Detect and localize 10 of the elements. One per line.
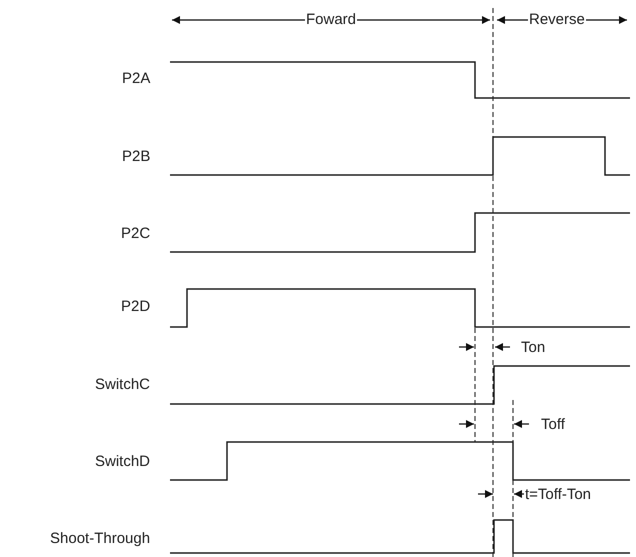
signal-label: P2D (121, 298, 150, 315)
timing-label: Ton (521, 339, 546, 356)
signal-label: P2A (122, 70, 150, 87)
signal-label: Shoot-Through (50, 530, 150, 547)
timing-label: Toff (541, 416, 565, 433)
signal-label: SwitchC (95, 376, 150, 393)
signal-label: P2C (121, 225, 150, 242)
signal-label: P2B (122, 148, 150, 165)
signal-label: SwitchD (95, 453, 150, 470)
timing-label: t=Toff-Ton (525, 486, 592, 503)
